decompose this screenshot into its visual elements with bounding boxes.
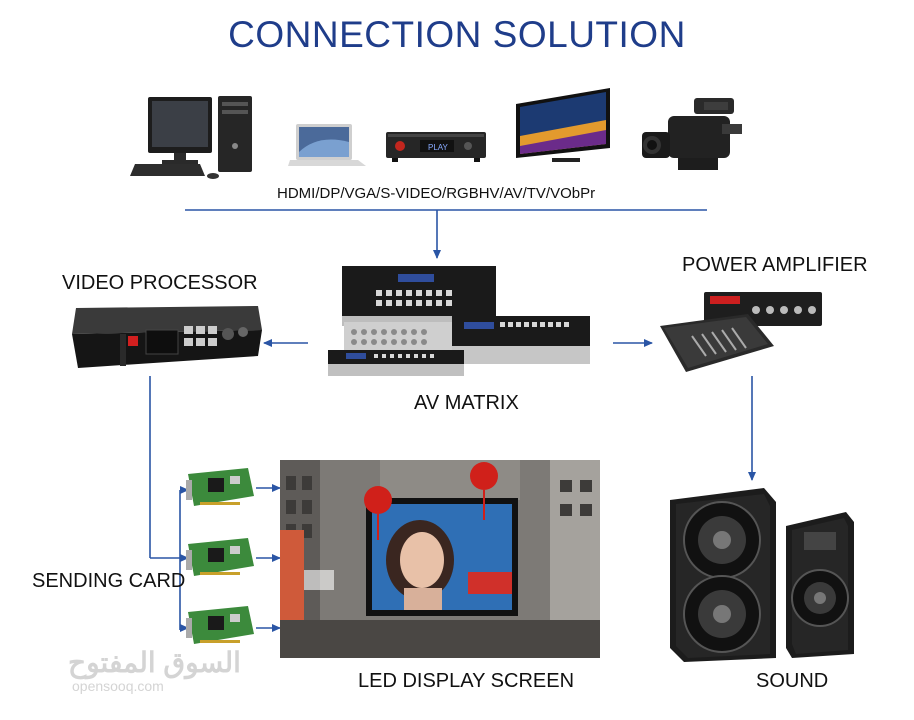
sound-label: SOUND bbox=[756, 670, 829, 692]
speaker-cabinets-icon bbox=[670, 488, 854, 662]
watermark-latin: opensooq.com bbox=[72, 678, 164, 694]
television-icon bbox=[516, 88, 610, 162]
sending-card-icon bbox=[186, 606, 254, 644]
media-player-icon: PLAY bbox=[386, 132, 486, 162]
desktop-computer-icon bbox=[130, 96, 252, 179]
player-screen-text: PLAY bbox=[428, 143, 449, 152]
power-amplifier-icon bbox=[660, 292, 822, 372]
sending-card-icon bbox=[186, 468, 254, 506]
av-matrix-label: AV MATRIX bbox=[414, 392, 519, 414]
video-processor-icon bbox=[72, 306, 262, 368]
av-matrix-icon bbox=[328, 266, 590, 376]
led-display-screen-photo bbox=[280, 460, 600, 658]
page-title: CONNECTION SOLUTION bbox=[228, 14, 686, 55]
source-signals-label: HDMI/DP/VGA/S-VIDEO/RGBHV/AV/TV/VObPr bbox=[277, 185, 596, 202]
video-processor-label: VIDEO PROCESSOR bbox=[62, 272, 258, 294]
power-amplifier-label: POWER AMPLIFIER bbox=[682, 254, 868, 276]
led-display-screen-label: LED DISPLAY SCREEN bbox=[358, 670, 575, 692]
video-camera-icon bbox=[642, 98, 742, 170]
sending-card-icon bbox=[186, 538, 254, 576]
laptop-icon bbox=[288, 124, 366, 166]
watermark-arabic: السوق المفتوح bbox=[68, 647, 241, 678]
sending-card-label: SENDING CARD bbox=[32, 570, 186, 592]
